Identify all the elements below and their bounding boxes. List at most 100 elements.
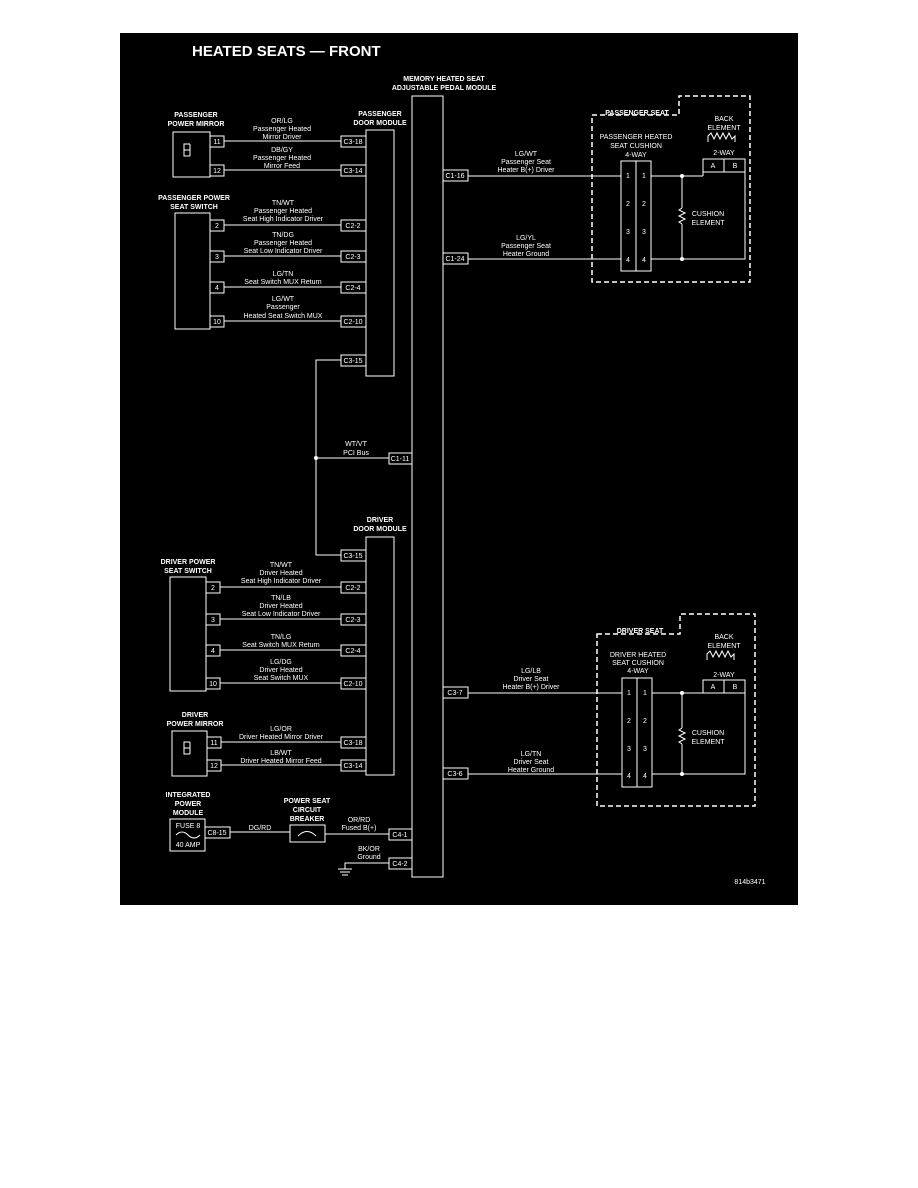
- wire-desc: Passenger Seat: [501, 159, 551, 166]
- passenger-power-mirror: PASSENGER POWER MIRROR 11 12: [168, 112, 225, 178]
- fuse-icon: [175, 831, 201, 839]
- connector-label: C3-7: [447, 690, 462, 697]
- connector-label: C2-4: [345, 648, 360, 655]
- cushion-element-label: ELEMENT: [691, 739, 725, 746]
- breaker-icon: [297, 831, 317, 837]
- wire-color: BK/OR: [358, 846, 380, 853]
- wire-desc: Driver Seat: [513, 676, 548, 683]
- switch-pin: 10: [209, 681, 217, 688]
- driver-mirror-pin-12: 12: [210, 763, 218, 770]
- wire-color: TN/WT: [272, 200, 295, 207]
- connector-label: C3-15: [343, 553, 362, 560]
- pin-a: A: [711, 163, 716, 170]
- wire-desc: Passenger Heated: [253, 126, 311, 133]
- passenger-seat-title: PASSENGER SEAT: [605, 110, 669, 117]
- wire-desc: PCI Bus: [343, 450, 369, 457]
- memory-module-label-2: ADJUSTABLE PEDAL MODULE: [392, 85, 497, 92]
- switch-pin: 3: [211, 617, 215, 624]
- switch-pin: 4: [215, 285, 219, 292]
- connector-label: C3-18: [343, 139, 362, 146]
- back-element-resistor-icon: [706, 649, 735, 660]
- connector-label: C2-2: [345, 585, 360, 592]
- driver-seat-wires: C3-7 LG/LB Driver Seat Heater B(+) Drive…: [442, 668, 622, 780]
- cushion-pin: 4: [626, 257, 630, 264]
- driver-switch-wires: TN/WT Driver Heated Seat High Indicator …: [220, 562, 367, 690]
- wire-color: LG/TN: [273, 271, 294, 278]
- cushion-pin: 1: [642, 173, 646, 180]
- circuit-breaker: POWER SEAT CIRCUIT BREAKER DG/RD: [230, 798, 331, 843]
- back-element-label: ELEMENT: [707, 125, 741, 132]
- wire-desc: Heater Ground: [508, 767, 554, 774]
- cushion-element-label: CUSHION: [692, 730, 724, 737]
- cushion-label: 4-WAY: [627, 668, 649, 675]
- passenger-switch-wires: TN/WT Passenger Heated Seat High Indicat…: [224, 200, 367, 328]
- cushion-pin: 1: [643, 690, 647, 697]
- back-element-resistor-icon: [707, 131, 736, 142]
- wire-desc: Mirror Driver: [263, 134, 303, 141]
- cushion-element-resistor-icon: [677, 727, 687, 745]
- cushion-pin: 2: [626, 201, 630, 208]
- driver-seat-title: DRIVER SEAT: [617, 628, 664, 635]
- connector-label: C2-10: [343, 681, 362, 688]
- cushion-pin: 3: [626, 229, 630, 236]
- module-power-feeds: OR/RD Fused B(+) C4-1 BK/OR Ground C4-2: [325, 817, 413, 876]
- passenger-seat-wires: C1-16 LG/WT Passenger Seat Heater B(+) D…: [442, 151, 621, 265]
- figure-id: 814b3471: [734, 879, 765, 886]
- cushion-pin: 3: [627, 746, 631, 753]
- wire-color: WT/VT: [345, 441, 367, 448]
- wire-color: LG/WT: [272, 296, 295, 303]
- connector-label: C2-3: [345, 254, 360, 261]
- breaker-label-1: POWER SEAT: [284, 798, 331, 805]
- wire-color: TN/DG: [272, 232, 294, 239]
- passenger-mirror-pin-11: 11: [213, 139, 220, 146]
- switch-pin: 2: [211, 585, 215, 592]
- connector-label: C2-2: [345, 223, 360, 230]
- ground-icon: [338, 868, 352, 876]
- wire-desc: Passenger Seat: [501, 243, 551, 250]
- passenger-mirror-wires: OR/LG Passenger Heated Mirror Driver DB/…: [224, 118, 367, 177]
- wire-color: TN/LB: [271, 595, 291, 602]
- cushion-pin: 4: [642, 257, 646, 264]
- driver-mirror-label-2: POWER MIRROR: [167, 721, 224, 728]
- memory-module-label-1: MEMORY HEATED SEAT: [403, 76, 485, 83]
- cushion-label: 4-WAY: [625, 152, 647, 159]
- wire-color: LG/DG: [270, 659, 292, 666]
- cushion-pin: 4: [627, 773, 631, 780]
- cushion-pin: 2: [643, 718, 647, 725]
- cushion-element-label: CUSHION: [692, 211, 724, 218]
- connector-label: C4-2: [392, 861, 407, 868]
- wire-desc: Fused B(+): [342, 825, 377, 832]
- wire-desc: Driver Heated Mirror Feed: [240, 758, 321, 765]
- cushion-pin: 3: [643, 746, 647, 753]
- connector-label: C3-15: [343, 358, 362, 365]
- driver-mirror-wires: LG/OR Driver Heated Mirror Driver LB/WT …: [221, 726, 367, 772]
- wire-desc: Heater B(+) Driver: [498, 167, 556, 174]
- passenger-switch-label-1: PASSENGER POWER: [158, 195, 230, 202]
- wire-desc: Passenger Heated: [253, 155, 311, 162]
- passenger-mirror-label-1: PASSENGER: [174, 112, 217, 119]
- passenger-door-module-label-2: DOOR MODULE: [353, 120, 407, 127]
- pci-bus: C3-15 WT/VT PCI Bus C1-11 C3-15: [314, 354, 413, 562]
- cushion-pin: 3: [642, 229, 646, 236]
- connector-label: C2-10: [343, 319, 362, 326]
- breaker-label-2: CIRCUIT: [293, 807, 322, 814]
- wire-color: OR/LG: [271, 118, 293, 125]
- cushion-label: SEAT CUSHION: [612, 660, 664, 667]
- wire-desc: Seat High Indicator Driver: [243, 216, 324, 223]
- mirror-heater-icon: [183, 143, 191, 157]
- mirror-heater-icon: [183, 741, 191, 755]
- cushion-label: PASSENGER HEATED: [600, 134, 673, 141]
- pin-b: B: [733, 163, 738, 170]
- driver-power-mirror: DRIVER POWER MIRROR 11 12: [167, 712, 224, 777]
- driver-door-module-label-2: DOOR MODULE: [353, 526, 407, 533]
- wire-desc: Driver Seat: [513, 759, 548, 766]
- wire-desc: Ground: [357, 854, 380, 861]
- passenger-seat: PASSENGER SEAT PASSENGER HEATED SEAT CUS…: [591, 95, 751, 283]
- wire-color: LB/WT: [270, 750, 292, 757]
- pin-a: A: [711, 684, 716, 691]
- driver-switch-label-2: SEAT SWITCH: [164, 568, 212, 575]
- driver-door-module-label-1: DRIVER: [367, 517, 393, 524]
- wire-color: LG/YL: [516, 235, 536, 242]
- wire-desc: Heated Seat Switch MUX: [244, 313, 323, 320]
